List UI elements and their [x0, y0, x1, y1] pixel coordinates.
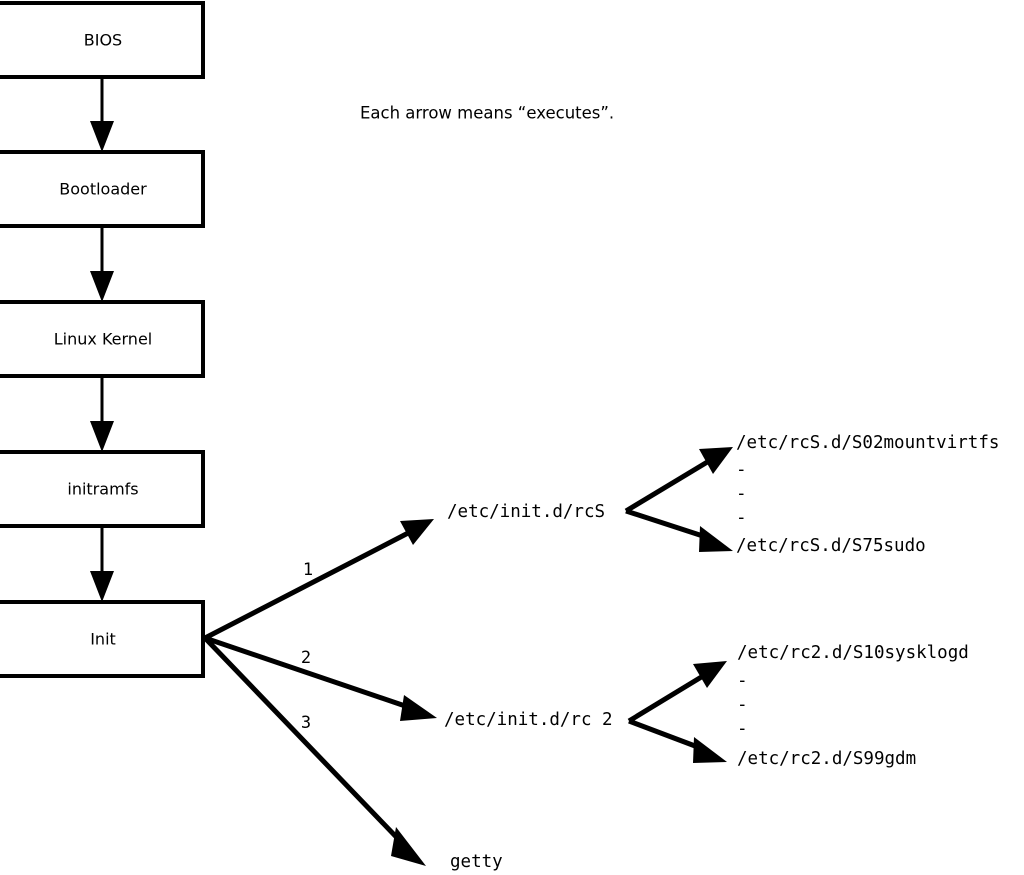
arrow-init-branch-1-line [203, 528, 414, 641]
branch-2-label[interactable]: /etc/init.d/rc 2 [444, 710, 613, 730]
branch-1-number: 1 [303, 560, 313, 580]
arrow-init-branch-1 [203, 519, 434, 641]
arrow-rcs-to-last-script-head [699, 526, 733, 552]
arrow-bios-to-bootloader-head [90, 121, 114, 152]
arrow-kernel-to-initramfs [90, 376, 114, 452]
rcs-first-script-label[interactable]: /etc/rcS.d/S02mountvirtfs [736, 433, 999, 453]
arrow-init-branch-2-line [204, 635, 415, 712]
node-linux-kernel[interactable]: Linux Kernel [0, 300, 205, 378]
arrow-initramfs-to-init-head [90, 571, 114, 602]
rc2-first-script-label[interactable]: /etc/rc2.d/S10sysklogd [737, 643, 969, 663]
node-bios-label: BIOS [84, 31, 122, 50]
node-linux-kernel-rect[interactable] [0, 300, 205, 378]
arrow-rcs-to-first-script-head [699, 447, 733, 474]
arrow-init-branch-3 [203, 636, 426, 866]
arrow-rc2-to-first-script-line [627, 673, 705, 724]
node-linux-kernel-label: Linux Kernel [54, 330, 152, 349]
arrow-rc2-to-last-script [628, 718, 727, 763]
rc2-last-script-label[interactable]: /etc/rc2.d/S99gdm [737, 749, 916, 769]
rcs-ellipsis-dash-2: - [736, 484, 747, 504]
arrow-initramfs-to-init [90, 526, 114, 602]
branch-2-number: 2 [301, 648, 311, 668]
arrow-rcs-to-first-script-line [624, 458, 711, 514]
node-init-label: Init [90, 630, 116, 649]
rcs-ellipsis-dash-1: - [736, 460, 747, 480]
arrow-kernel-to-initramfs-head [90, 421, 114, 452]
branch-3-number: 3 [301, 713, 311, 733]
arrow-bootloader-to-kernel-head [90, 271, 114, 302]
node-bios-rect[interactable] [0, 1, 205, 79]
node-init-rect[interactable] [0, 600, 205, 678]
node-bootloader-label: Bootloader [59, 180, 147, 199]
arrow-init-branch-2-head [400, 695, 437, 721]
arrow-rc2-to-first-script-head [693, 661, 727, 688]
legend-note: Each arrow means “executes”. [360, 104, 614, 123]
rc2-ellipsis-dash-2: - [737, 695, 748, 715]
arrow-init-branch-3-line [203, 636, 406, 847]
arrow-rcs-to-last-script [625, 508, 733, 552]
arrow-bootloader-to-kernel [90, 226, 114, 302]
node-init[interactable]: Init [0, 600, 205, 678]
arrow-bios-to-bootloader [90, 77, 114, 152]
node-initramfs-rect[interactable] [0, 450, 205, 528]
rc2-ellipsis-dash-3: - [737, 719, 748, 739]
node-initramfs-label: initramfs [67, 480, 138, 499]
rc2-ellipsis-dash-1: - [737, 671, 748, 691]
arrow-init-branch-2 [204, 635, 437, 721]
branch-3-label[interactable]: getty [450, 852, 503, 872]
node-bios[interactable]: BIOS [0, 1, 205, 79]
node-bootloader-rect[interactable] [0, 150, 205, 228]
rcs-last-script-label[interactable]: /etc/rcS.d/S75sudo [736, 536, 926, 556]
arrow-rc2-to-last-script-line [628, 718, 704, 752]
node-initramfs[interactable]: initramfs [0, 450, 205, 528]
arrow-init-branch-1-head [400, 519, 434, 545]
branch-1-label[interactable]: /etc/init.d/rcS [447, 502, 605, 522]
arrow-init-branch-3-head [391, 827, 426, 866]
node-bootloader[interactable]: Bootloader [0, 150, 205, 228]
arrow-rc2-to-last-script-head [693, 737, 727, 763]
arrow-rcs-to-first-script [624, 447, 733, 514]
arrow-rcs-to-last-script-line [625, 508, 710, 541]
arrow-rc2-to-first-script [627, 661, 727, 724]
rcs-ellipsis-dash-3: - [736, 508, 747, 528]
